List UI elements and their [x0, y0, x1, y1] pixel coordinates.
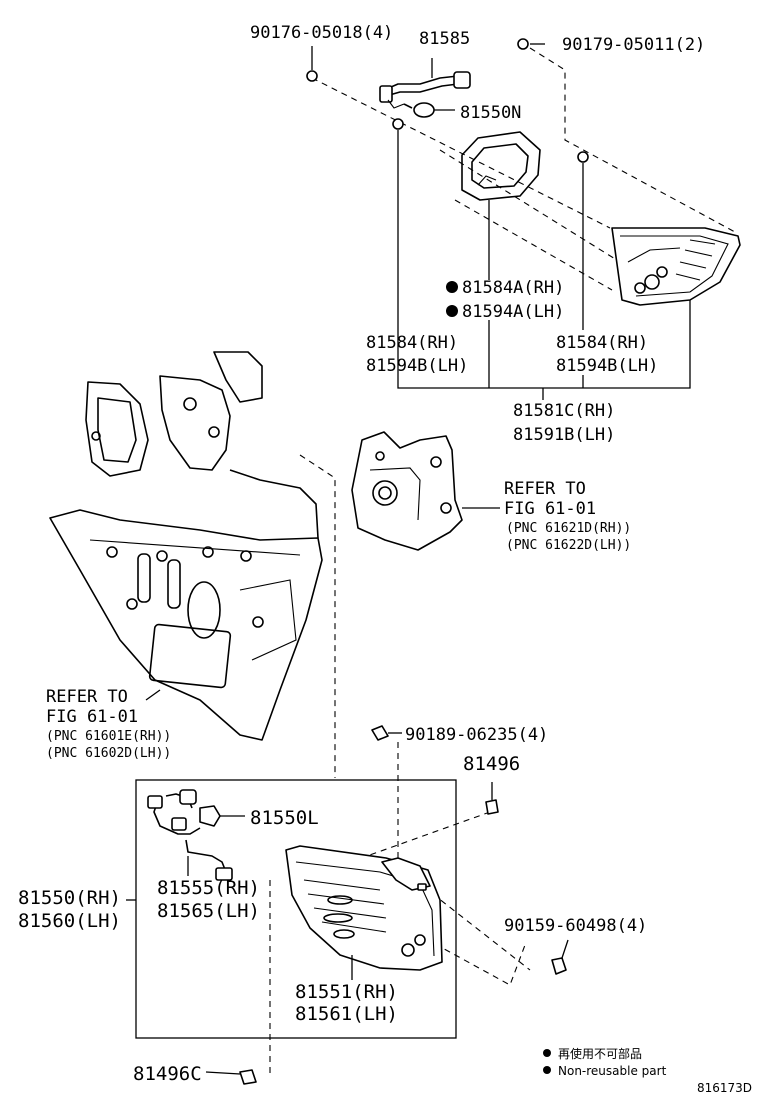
refer-left-line3: (PNC 61601E(RH)) [46, 729, 171, 744]
upper-body-pieces [85, 351, 319, 539]
label-90189: 90189-06235(4) [405, 725, 548, 745]
part-labels: 90176-05018(4) 81585 90179-05011(2) 8155… [18, 23, 705, 1085]
side-bracket-panel [351, 431, 500, 551]
bulb-81550L [199, 805, 245, 827]
label-81584A: 81584A(RH) [462, 278, 564, 298]
label-81561: 81561(LH) [295, 1003, 398, 1025]
label-81584-left: 81584(RH) [366, 333, 458, 353]
label-81594B-right: 81594B(LH) [556, 356, 658, 376]
figure-id: 816173D [697, 1081, 752, 1095]
legend-dot [543, 1049, 551, 1057]
bulb-81550N [403, 102, 435, 118]
lower-nuts [205, 725, 569, 1085]
label-81560: 81560(LH) [18, 910, 121, 932]
label-81584-right: 81584(RH) [556, 333, 648, 353]
label-90159: 90159-60498(4) [504, 916, 647, 936]
non-reusable-dot [446, 305, 458, 317]
legend-dot [543, 1066, 551, 1074]
label-81496C: 81496C [133, 1063, 202, 1085]
refer-left-line2: FIG 61-01 [46, 707, 138, 727]
label-81550L: 81550L [250, 807, 319, 829]
legend-line-english: Non-reusable part [558, 1064, 667, 1078]
label-90179: 90179-05011(2) [562, 35, 705, 55]
gasket-81584A [461, 131, 541, 201]
quarter-body-panel [49, 509, 323, 741]
refer-right-line3: (PNC 61621D(RH)) [506, 521, 631, 536]
refer-right-line2: FIG 61-01 [504, 499, 596, 519]
legend: 再使用不可部品 Non-reusable part [543, 1046, 667, 1078]
wiring-81555 [147, 789, 233, 881]
socket-wire-81585 [379, 71, 471, 109]
label-81581C: 81581C(RH) [513, 401, 615, 421]
label-81594B-left: 81594B(LH) [366, 356, 468, 376]
label-81550N: 81550N [460, 103, 521, 123]
label-81496: 81496 [463, 753, 520, 775]
refer-right-line4: (PNC 61622D(LH)) [506, 538, 631, 553]
upper-nuts [306, 38, 589, 163]
refer-right-line1: REFER TO [504, 479, 586, 499]
label-81555: 81555(RH) [157, 877, 260, 899]
label-90176: 90176-05018(4) [250, 23, 393, 43]
outer-lamp-81551 [285, 845, 443, 980]
refer-left-line1: REFER TO [46, 687, 128, 707]
label-81585: 81585 [419, 29, 470, 49]
label-81550: 81550(RH) [18, 887, 121, 909]
label-81594A: 81594A(LH) [462, 302, 564, 322]
lower-group-box [126, 779, 457, 1039]
legend-line-japanese: 再使用不可部品 [558, 1046, 642, 1061]
inner-lamp-assembly [611, 227, 741, 306]
label-81591B: 81591B(LH) [513, 425, 615, 445]
non-reusable-dot [446, 281, 458, 293]
label-81551: 81551(RH) [295, 981, 398, 1003]
label-81565: 81565(LH) [157, 900, 260, 922]
upper-leader-lines [311, 43, 691, 400]
refer-left-line4: (PNC 61602D(LH)) [46, 746, 171, 761]
